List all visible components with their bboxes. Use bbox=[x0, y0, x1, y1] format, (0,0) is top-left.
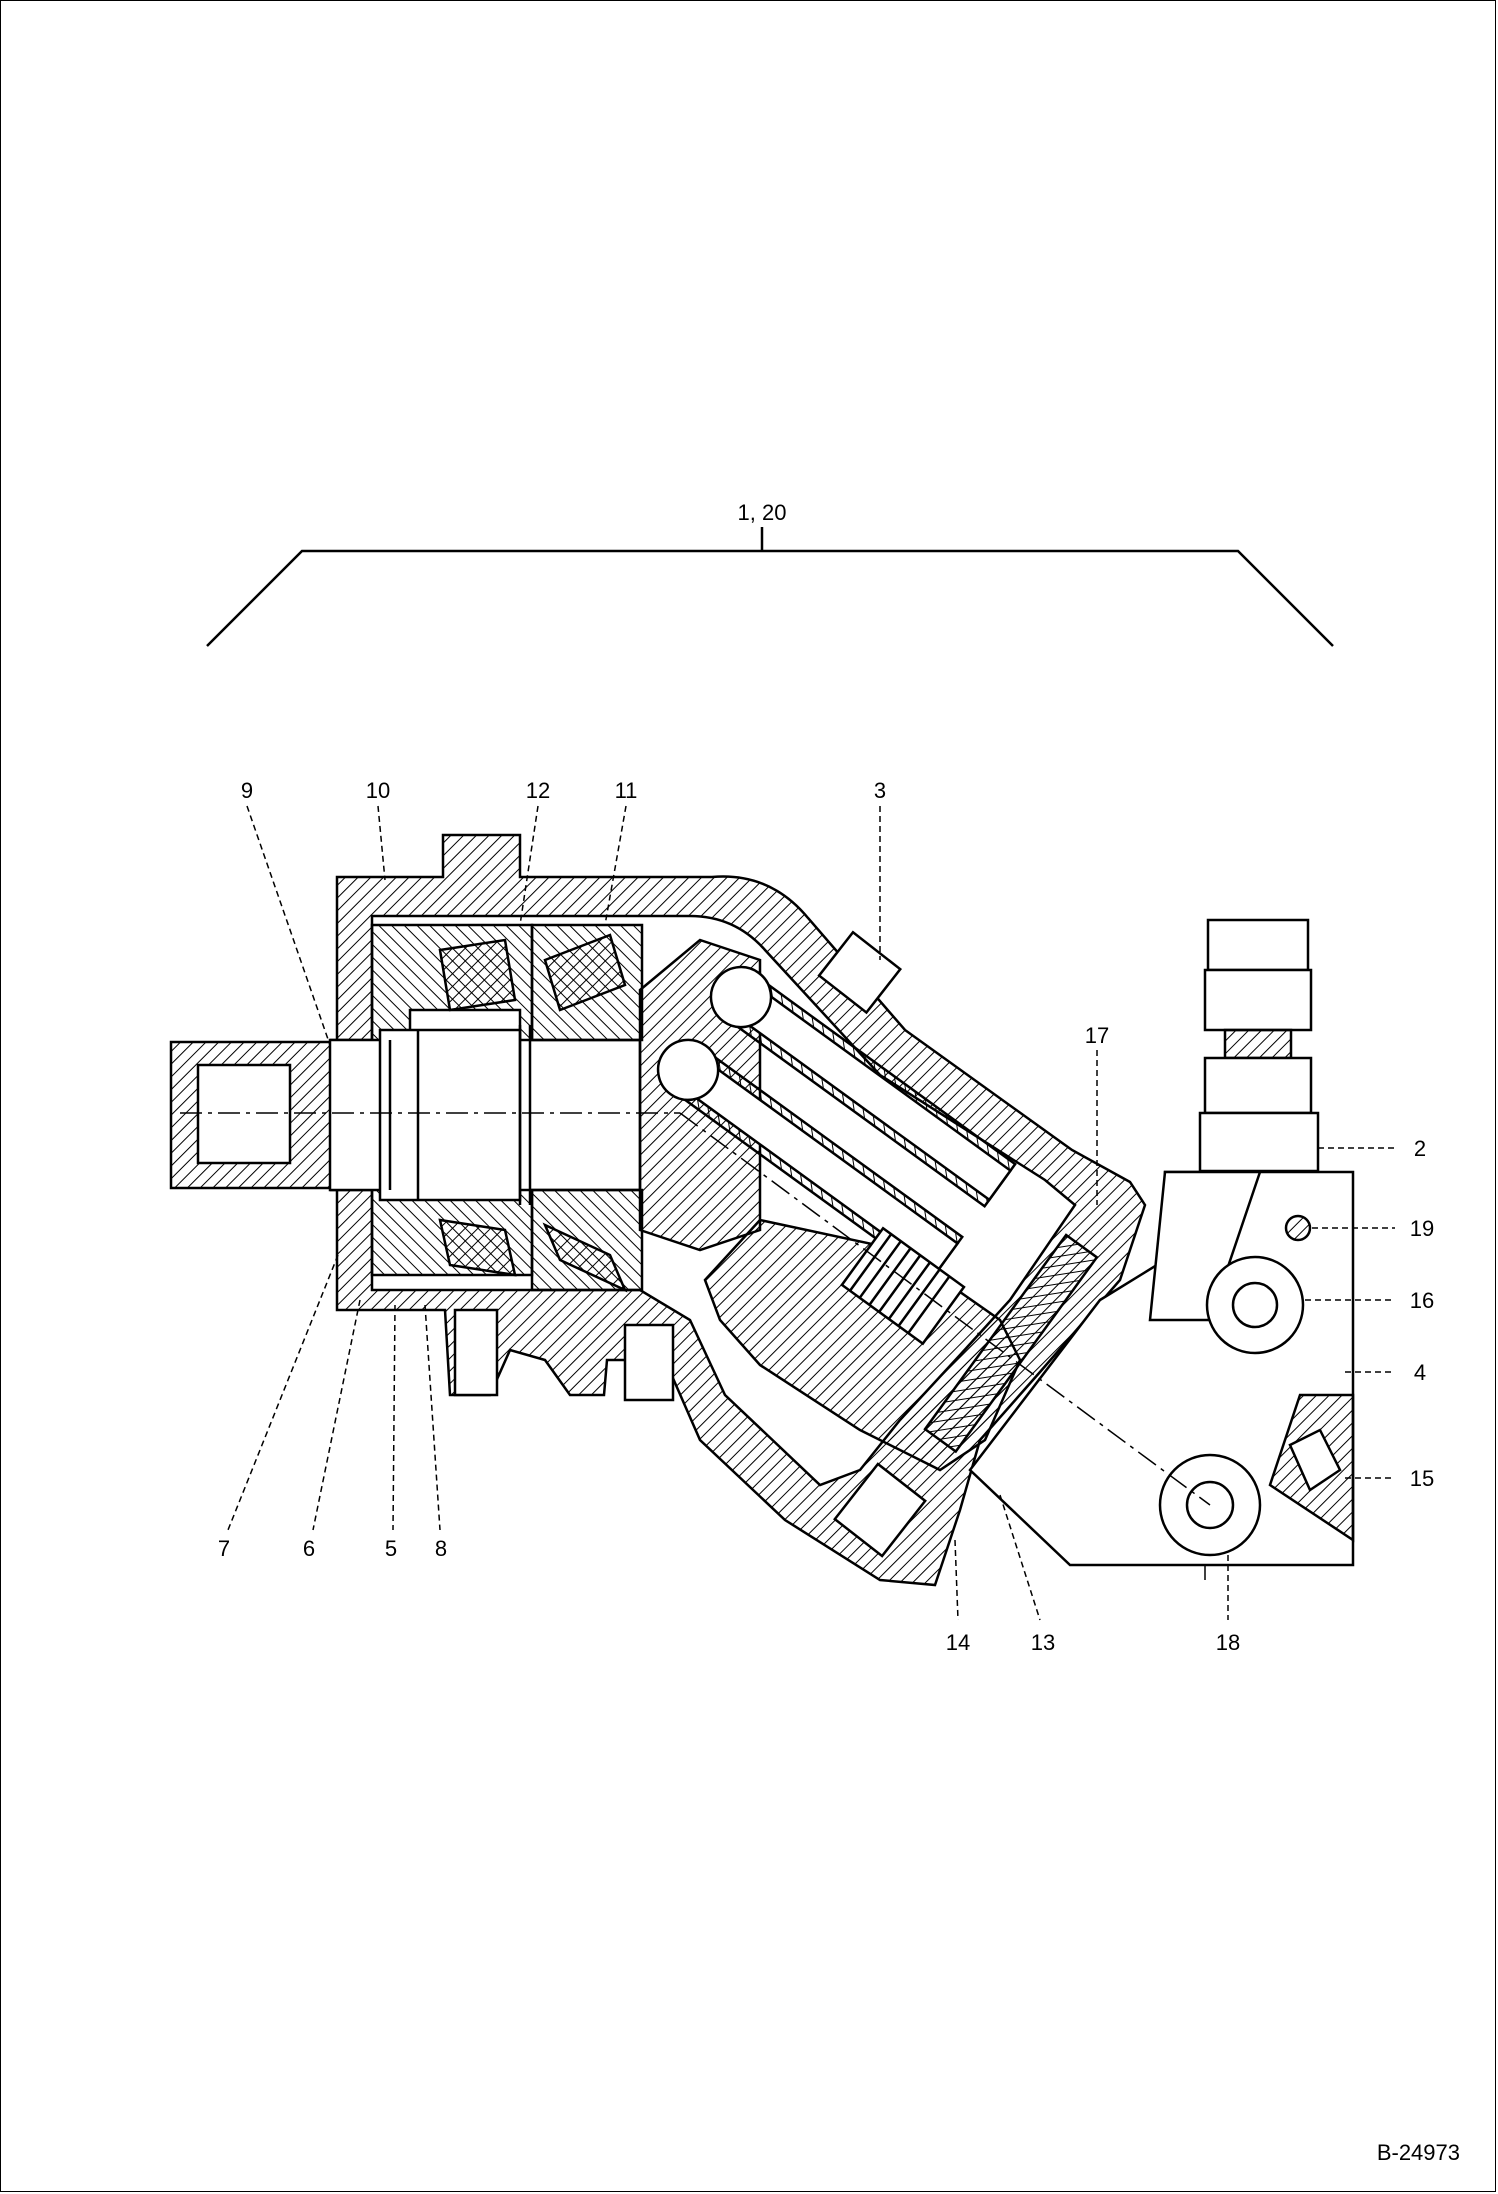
callout-12: 12 bbox=[526, 778, 550, 803]
callout-14: 14 bbox=[946, 1630, 970, 1655]
callout-18: 18 bbox=[1216, 1630, 1240, 1655]
center-lines bbox=[180, 1112, 1211, 1580]
callout-19: 19 bbox=[1410, 1216, 1434, 1241]
leader-lines bbox=[227, 805, 1395, 1621]
group-label: 1, 20 bbox=[738, 500, 787, 525]
callout-8: 8 bbox=[435, 1536, 447, 1561]
callout-13: 13 bbox=[1031, 1630, 1055, 1655]
callout-15: 15 bbox=[1410, 1466, 1434, 1491]
callout-3: 3 bbox=[874, 778, 886, 803]
callout-16: 16 bbox=[1410, 1288, 1434, 1313]
callout-7: 7 bbox=[218, 1536, 230, 1561]
callout-17: 17 bbox=[1085, 1023, 1109, 1048]
callout-6: 6 bbox=[303, 1536, 315, 1561]
callout-10: 10 bbox=[366, 778, 390, 803]
callout-5: 5 bbox=[385, 1536, 397, 1561]
pressure-fitting bbox=[1198, 918, 1320, 1173]
callout-4: 4 bbox=[1414, 1360, 1426, 1385]
callout-2: 2 bbox=[1414, 1136, 1426, 1161]
drawing-reference: B-24973 bbox=[1377, 2140, 1460, 2165]
motor-assembly bbox=[169, 833, 1355, 1587]
callout-9: 9 bbox=[241, 778, 253, 803]
callout-11: 11 bbox=[615, 778, 638, 803]
group-bracket bbox=[206, 527, 1334, 647]
callouts: 9 10 12 11 3 17 2 19 16 4 15 18 13 14 7 … bbox=[218, 778, 1434, 1655]
